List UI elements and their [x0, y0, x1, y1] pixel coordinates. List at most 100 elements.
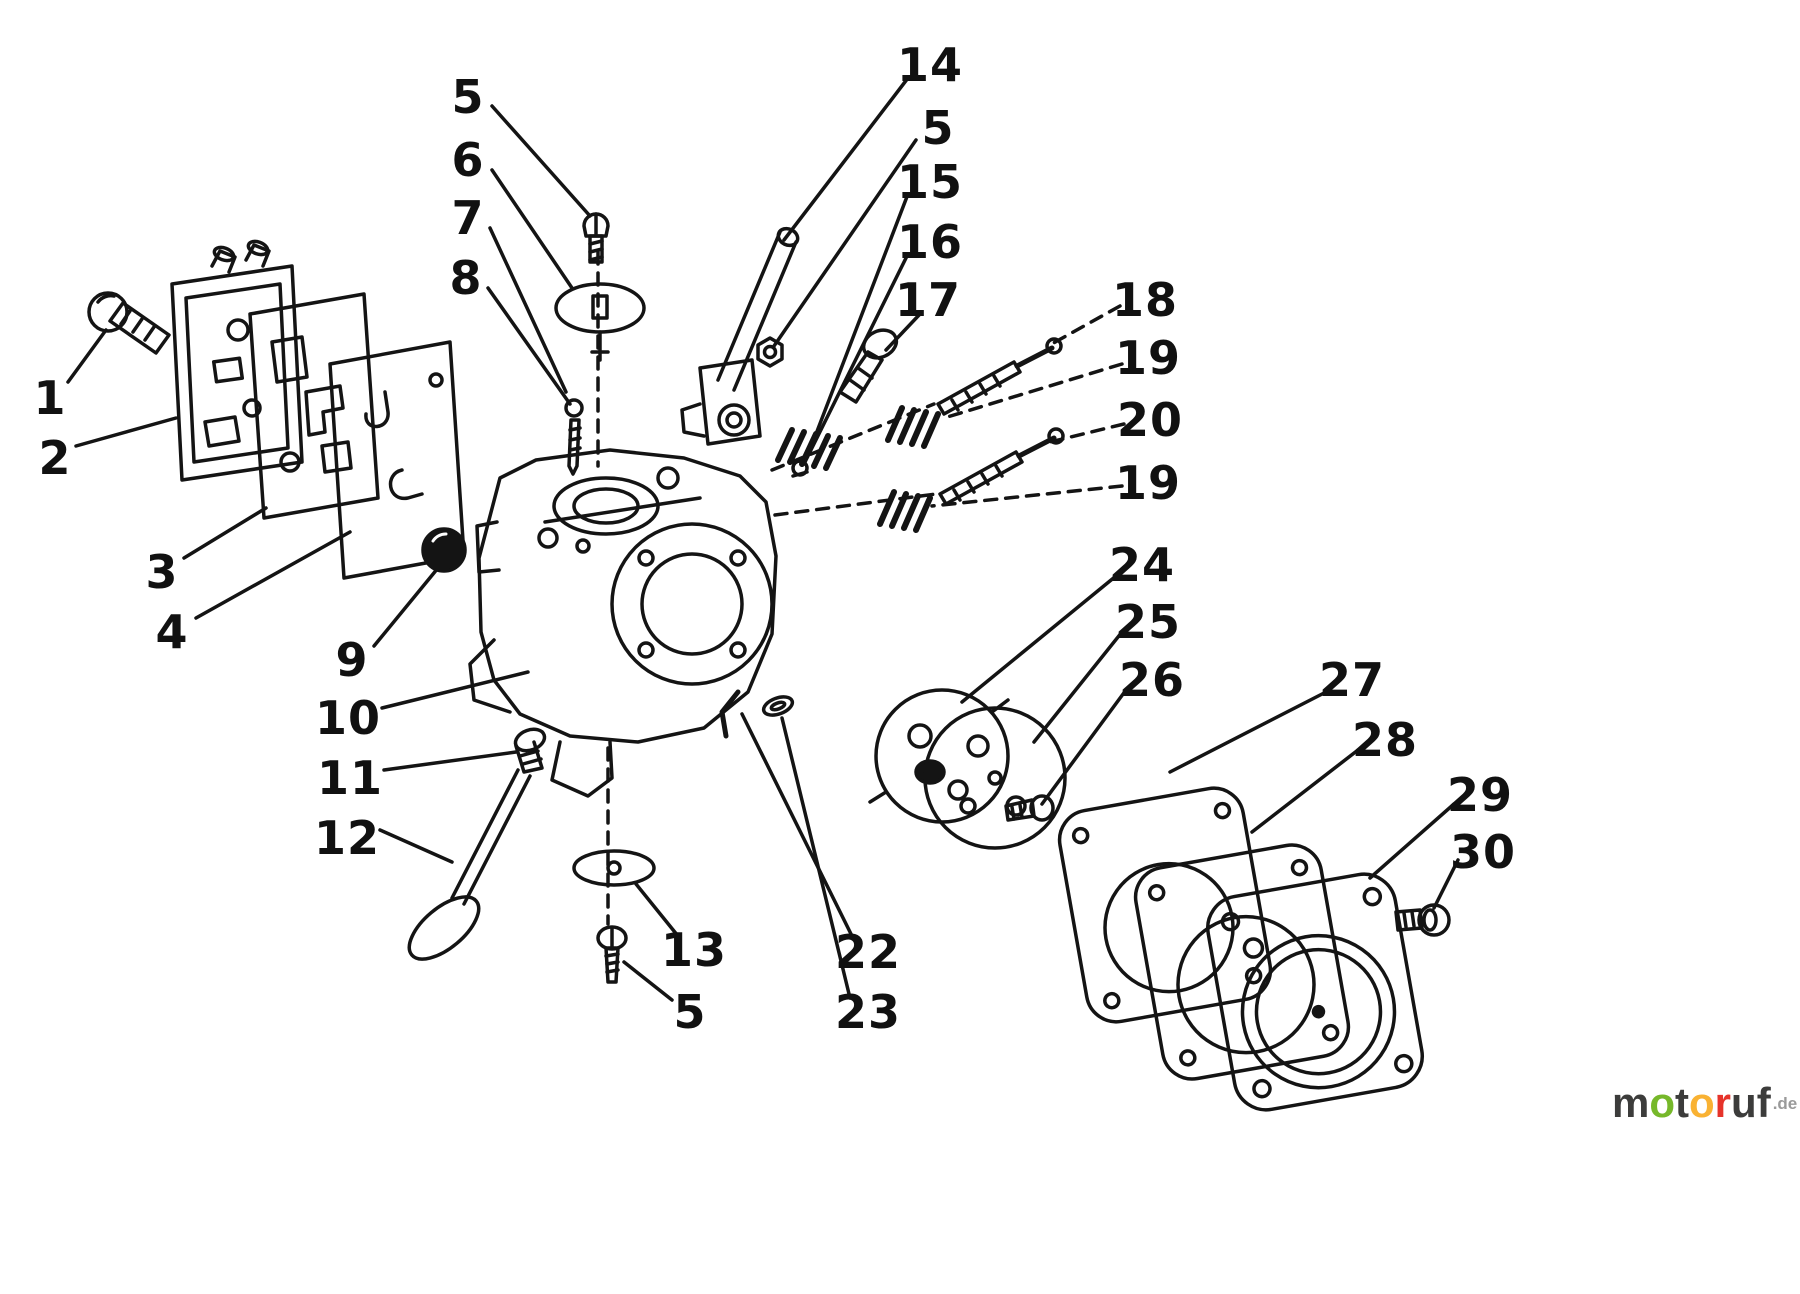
part-clip-23 [761, 695, 795, 717]
part-callout-2-1: 2 [38, 431, 72, 485]
watermark-letter: m [1612, 1079, 1650, 1126]
leader-line-13-12 [634, 882, 680, 938]
part-inlet-valve-11 [513, 727, 547, 774]
part-gasket-3 [248, 292, 380, 520]
watermark-word: motoruf [1612, 1079, 1771, 1126]
leader-line-18-19 [1046, 304, 1122, 348]
part-needle-valve-20 [938, 427, 1065, 506]
part-callout-26-27: 26 [1118, 653, 1186, 707]
part-callout-30-31: 30 [1449, 825, 1517, 879]
part-callout-5-13: 5 [673, 985, 707, 1039]
part-spring-15 [775, 427, 843, 471]
part-callout-17-18: 17 [894, 273, 962, 327]
leader-line-19-20 [942, 362, 1124, 420]
leader-line-29-30 [1368, 802, 1456, 880]
leader-line-30-31 [1432, 858, 1460, 910]
leader-line-20-21 [1048, 422, 1126, 444]
part-knob-9 [421, 527, 467, 573]
part-screw-30 [1394, 903, 1451, 937]
part-callout-24-25: 24 [1108, 538, 1176, 592]
part-callout-11-10: 11 [316, 751, 384, 805]
watermark: motoruf.de [1612, 1082, 1797, 1124]
part-callout-16-17: 16 [896, 215, 964, 269]
part-stem-paddle-12 [407, 768, 532, 961]
leader-line-5-4 [490, 104, 592, 218]
part-callout-20-21: 20 [1116, 393, 1184, 447]
part-callout-5-15: 5 [921, 101, 955, 155]
watermark-letter: o [1649, 1079, 1676, 1126]
construction-axes [596, 250, 938, 926]
watermark-suffix: .de [1772, 1094, 1798, 1113]
part-diaphragm-disc-6 [554, 282, 646, 362]
part-callout-8-7: 8 [449, 251, 483, 305]
leader-line-5-13 [622, 960, 674, 1002]
leader-line-14-14 [782, 76, 910, 242]
part-callout-4-3: 4 [155, 605, 189, 659]
part-callout-5-4: 5 [451, 70, 485, 124]
watermark-letter: o [1689, 1079, 1715, 1126]
part-plate-2 [170, 239, 304, 482]
part-callout-29-30: 29 [1446, 768, 1514, 822]
part-screw-1 [87, 291, 171, 355]
part-gasket-27 [1057, 786, 1273, 1024]
watermark-letter: u [1731, 1079, 1757, 1126]
leader-line-28-29 [1250, 748, 1360, 834]
part-callout-6-5: 6 [451, 133, 485, 187]
part-callout-19-20: 19 [1114, 331, 1182, 385]
leader-line-12-11 [378, 828, 454, 864]
part-callout-27-28: 27 [1318, 653, 1386, 707]
leader-line-4-3 [194, 530, 352, 620]
leader-line-27-28 [1168, 690, 1328, 774]
watermark-letter: r [1714, 1079, 1732, 1126]
leader-line-17-18 [884, 312, 922, 352]
part-callout-28-29: 28 [1351, 713, 1419, 767]
part-callout-25-26: 25 [1114, 595, 1182, 649]
watermark-letter: t [1675, 1079, 1690, 1126]
part-cover-29 [1206, 872, 1424, 1112]
watermark-letter: f [1756, 1079, 1771, 1126]
part-needle-valve-18 [936, 337, 1063, 416]
part-spring-19-lower [877, 489, 933, 533]
part-pump-plate-25 [923, 706, 1067, 850]
part-lever-14 [680, 226, 800, 446]
leader-line-24-25 [960, 574, 1118, 704]
part-callout-14-14: 14 [896, 38, 964, 92]
part-callout-23-24: 23 [834, 985, 902, 1039]
part-spring-19-upper [885, 405, 941, 449]
part-pin-22 [719, 689, 741, 739]
part-seat-16 [791, 459, 809, 478]
part-callout-19-22: 19 [1114, 456, 1182, 510]
part-washer-8 [564, 398, 584, 418]
part-needle-7 [567, 418, 582, 476]
leader-line-16-17 [802, 252, 910, 466]
part-callout-3-2: 3 [145, 545, 179, 599]
part-screw-5-bottom [596, 925, 628, 984]
part-callout-9-8: 9 [335, 633, 369, 687]
leader-line-15-16 [814, 192, 910, 436]
leader-line-11-10 [382, 750, 518, 772]
part-callout-12-11: 12 [313, 811, 381, 865]
leader-line-6-5 [490, 168, 574, 290]
leader-line-5-15 [772, 138, 918, 348]
part-callout-22-23: 22 [834, 925, 902, 979]
part-gasket-28 [1133, 843, 1351, 1081]
leader-line-9-8 [372, 566, 440, 648]
leader-line-19-22 [930, 484, 1124, 508]
part-callout-18-19: 18 [1111, 273, 1179, 327]
leader-line-10-9 [380, 670, 530, 710]
part-disc-13 [572, 849, 656, 887]
part-nut-5 [756, 336, 784, 368]
leader-line-25-26 [1032, 630, 1124, 744]
part-callout-13-12: 13 [660, 923, 728, 977]
part-screw-26 [1004, 794, 1055, 822]
leader-line-22-23 [740, 712, 854, 938]
part-callout-10-9: 10 [314, 691, 382, 745]
part-screw-17 [838, 328, 899, 404]
part-carburetor-body-10 [468, 448, 778, 798]
leader-line-8-7 [486, 286, 572, 406]
part-screw-5-top [582, 212, 610, 264]
leader-line-3-2 [182, 506, 268, 560]
part-callout-15-16: 15 [896, 155, 964, 209]
